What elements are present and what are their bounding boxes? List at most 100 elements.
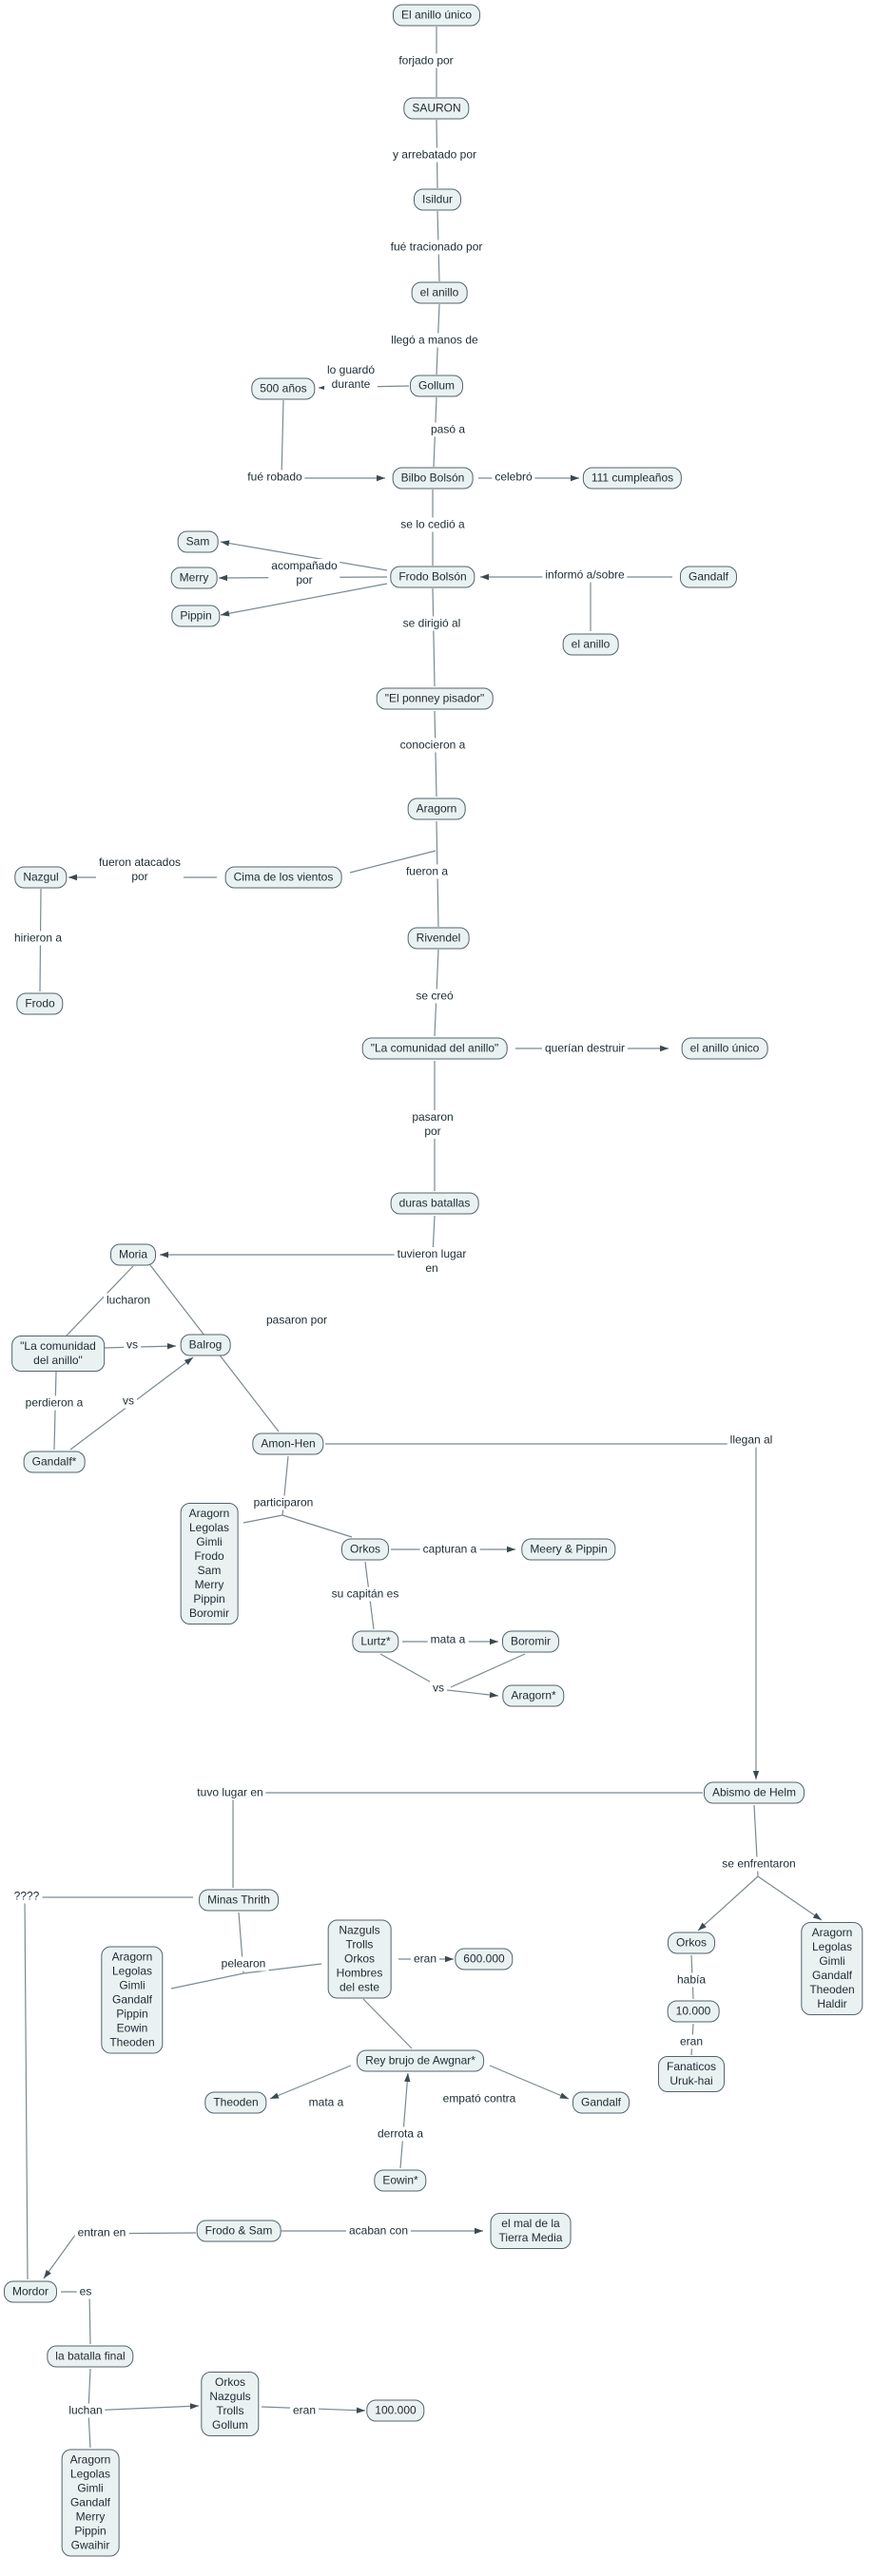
concept-rivendel[interactable]: Rivendel (407, 927, 470, 950)
concept-ponney-pisador[interactable]: "El ponney pisador" (376, 687, 494, 710)
concept-mal-tierra-media[interactable]: el mal de la Tierra Media (490, 2213, 572, 2249)
concept-pippin[interactable]: Pippin (171, 605, 221, 627)
concept-frodo-y-sam[interactable]: Frodo & Sam (196, 2220, 281, 2242)
concept-600000[interactable]: 600.000 (455, 1948, 514, 1970)
concept-aragorn[interactable]: Aragorn (407, 798, 466, 820)
concept-duras-batallas[interactable]: duras batallas (390, 1192, 479, 1215)
concept-111-cumpleanos[interactable]: 111 cumpleaños (582, 467, 683, 490)
concept-minas-thrith[interactable]: Minas Thrith (199, 1889, 279, 1912)
concept-gandalf-3[interactable]: Gandalf (572, 2091, 630, 2114)
connector-line (66, 1265, 134, 1336)
link-label-tuvieron-lugar-en: tuvieron lugar en (394, 1247, 470, 1276)
concept-100000[interactable]: 100.000 (366, 2399, 425, 2422)
link-label-eran-3: eran (289, 2403, 320, 2418)
concept-defensores-minas[interactable]: Aragorn Legolas Gimli Gandalf Pippin Eow… (101, 1946, 164, 2054)
arrowhead-icon (660, 1045, 669, 1052)
concept-grupo-final[interactable]: Aragorn Legolas Gimli Gandalf Merry Pipp… (61, 2449, 120, 2557)
link-label-pasaron-por-2: pasaron por (262, 1313, 331, 1328)
connector-line (232, 1792, 703, 1888)
concept-balrog[interactable]: Balrog (180, 1334, 231, 1356)
connector-line (434, 710, 437, 798)
concept-sam[interactable]: Sam (177, 530, 219, 553)
concept-eowin[interactable]: Eowin* (374, 2169, 427, 2192)
concept-frodo-bolson[interactable]: Frodo Bolsón (390, 566, 475, 588)
concept-sauron[interactable]: SAURON (403, 97, 470, 120)
link-label-mata-a: mata a (427, 1632, 469, 1647)
concept-merry[interactable]: Merry (170, 567, 218, 589)
concept-comunidad-del-anillo-2[interactable]: "La comunidad del anillo" (11, 1336, 105, 1372)
connector-line (362, 1998, 413, 2049)
concept-el-anillo[interactable]: el anillo (411, 281, 468, 304)
concept-meery-pippin[interactable]: Meery & Pippin (521, 1538, 616, 1561)
arrowhead-icon (489, 1691, 498, 1699)
connector-line (170, 1972, 244, 1990)
link-label-se-enfrentaron: se enfrentaron (719, 1856, 799, 1872)
link-label-se-creo: se creó (413, 989, 456, 1004)
link-label-tuvo-lugar-en: tuvo lugar en (194, 1785, 266, 1800)
concept-theoden[interactable]: Theoden (204, 2091, 267, 2114)
concept-abismo-de-helm[interactable]: Abismo de Helm (703, 1781, 805, 1804)
connector-line (489, 2065, 570, 2100)
concept-defensores-helm[interactable]: Aragorn Legolas Gimli Gandalf Theoden Ha… (801, 1922, 863, 2015)
concept-fanaticos-uruk-hai[interactable]: Fanaticos Uruk-hai (657, 2056, 726, 2092)
concept-orkos-2[interactable]: Orkos (667, 1932, 716, 1954)
concept-gandalf-2[interactable]: Gandalf* (23, 1451, 86, 1473)
concept-10000[interactable]: 10.000 (667, 2000, 720, 2023)
concept-rey-brujo[interactable]: Rey brujo de Awgnar* (357, 2049, 484, 2072)
arrowhead-icon (698, 1922, 707, 1931)
link-label-su-capitan-es: su capitán es (328, 1586, 402, 1602)
link-label-habia: había (673, 1972, 709, 1988)
concept-ejercito-del-este[interactable]: Nazguls Trolls Orkos Hombres del este (327, 1919, 392, 1999)
connector-line (269, 2065, 352, 2100)
concept-el-anillo-unico-2[interactable]: el anillo único (681, 1037, 768, 1060)
link-label-arrebatado-por: y arrebatado por (389, 147, 480, 163)
concept-la-batalla-final[interactable]: la batalla final (47, 2345, 134, 2368)
concept-nazgul[interactable]: Nazgul (14, 866, 68, 889)
link-label-se-dirigio-al: se dirigió al (399, 616, 464, 631)
link-label-celebro: celebró (492, 470, 535, 485)
concept-cima-de-los-vientos[interactable]: Cima de los vientos (224, 866, 342, 889)
arrowhead-icon (559, 2092, 569, 2099)
arrowhead-icon (184, 1357, 193, 1365)
concept-ejercito-mordor[interactable]: Orkos Nazguls Trolls Gollum (201, 2372, 260, 2436)
concept-aragorn-2[interactable]: Aragorn* (502, 1684, 565, 1707)
arrowhead-icon (270, 2092, 280, 2099)
concept-el-anillo-unico[interactable]: El anillo único (392, 4, 481, 27)
concept-comunidad-del-anillo[interactable]: "La comunidad del anillo" (361, 1037, 508, 1060)
concept-moria[interactable]: Moria (109, 1243, 157, 1266)
link-label-paso-a: pasó a (427, 422, 469, 437)
link-label-eran-1: eran (676, 2034, 707, 2049)
concept-orkos[interactable]: Orkos (340, 1538, 390, 1561)
concept-amon-hen[interactable]: Amon-Hen (252, 1432, 324, 1455)
link-label-lo-guardo-durante: lo guardó durante (323, 363, 378, 392)
link-label-hirieron-a: hirieron a (10, 931, 66, 946)
connector-line (446, 1689, 499, 1697)
arrowhead-icon (752, 1771, 760, 1779)
link-label-fue-robado: fué robado (244, 470, 305, 485)
link-label-fueron-a: fueron a (402, 864, 452, 879)
connector-line (450, 1653, 526, 1688)
concept-el-anillo-2[interactable]: el anillo (562, 633, 619, 656)
concept-isildur[interactable]: Isildur (413, 188, 462, 211)
concept-compania-amon-hen[interactable]: Aragorn Legolas Gimli Frodo Sam Merry Pi… (180, 1503, 239, 1624)
concept-boromir[interactable]: Boromir (501, 1630, 560, 1653)
arrowhead-icon (404, 2073, 411, 2083)
concept-gollum[interactable]: Gollum (409, 375, 464, 397)
connector-line (53, 1371, 57, 1451)
concept-gandalf[interactable]: Gandalf (679, 566, 738, 588)
connector-line (242, 1514, 283, 1524)
link-label-llego-a-manos-de: llegó a manos de (388, 333, 481, 348)
link-label-fueron-atacados-por: fueron atacados por (95, 855, 184, 884)
connector-line (87, 2405, 200, 2412)
connector-line (87, 2412, 91, 2449)
concept-500-anos[interactable]: 500 años (251, 377, 316, 400)
concept-lurtz[interactable]: Lurtz* (352, 1630, 399, 1653)
concept-bilbo-bolson[interactable]: Bilbo Bolsón (392, 467, 474, 490)
arrowhead-icon (475, 2227, 483, 2235)
arrowhead-icon (445, 1955, 454, 1963)
concept-frodo[interactable]: Frodo (16, 992, 64, 1015)
arrowhead-icon (160, 1251, 168, 1259)
link-label-mata-a-2: mata a (305, 2095, 347, 2110)
concept-mordor[interactable]: Mordor (3, 2280, 58, 2303)
